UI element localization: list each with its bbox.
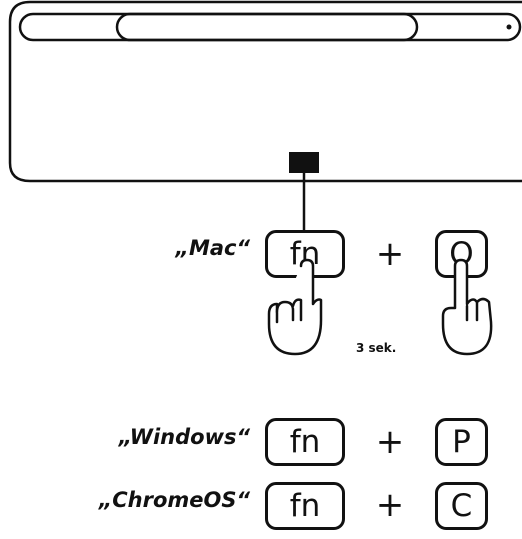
keyboard-outline — [8, 0, 522, 183]
hold-duration-label: 3 sek. — [356, 341, 397, 355]
key-fn-windows: fn — [265, 418, 345, 466]
key-p-windows: P — [435, 418, 488, 466]
os-label-chromeos: „ChromeOS“ — [98, 488, 250, 512]
key-c-chromeos: C — [435, 482, 488, 530]
os-label-windows: „Windows“ — [118, 425, 250, 449]
plus-sign-windows: + — [375, 422, 405, 462]
status-led — [506, 24, 512, 30]
key-fn-chromeos: fn — [265, 482, 345, 530]
plus-sign-chromeos: + — [375, 485, 405, 525]
key-o-mac: O — [435, 230, 488, 278]
os-label-mac: „Mac“ — [175, 236, 250, 260]
fn-key-highlight — [289, 152, 319, 173]
plus-sign-mac: + — [375, 234, 405, 274]
key-fn-mac: fn — [265, 230, 345, 278]
